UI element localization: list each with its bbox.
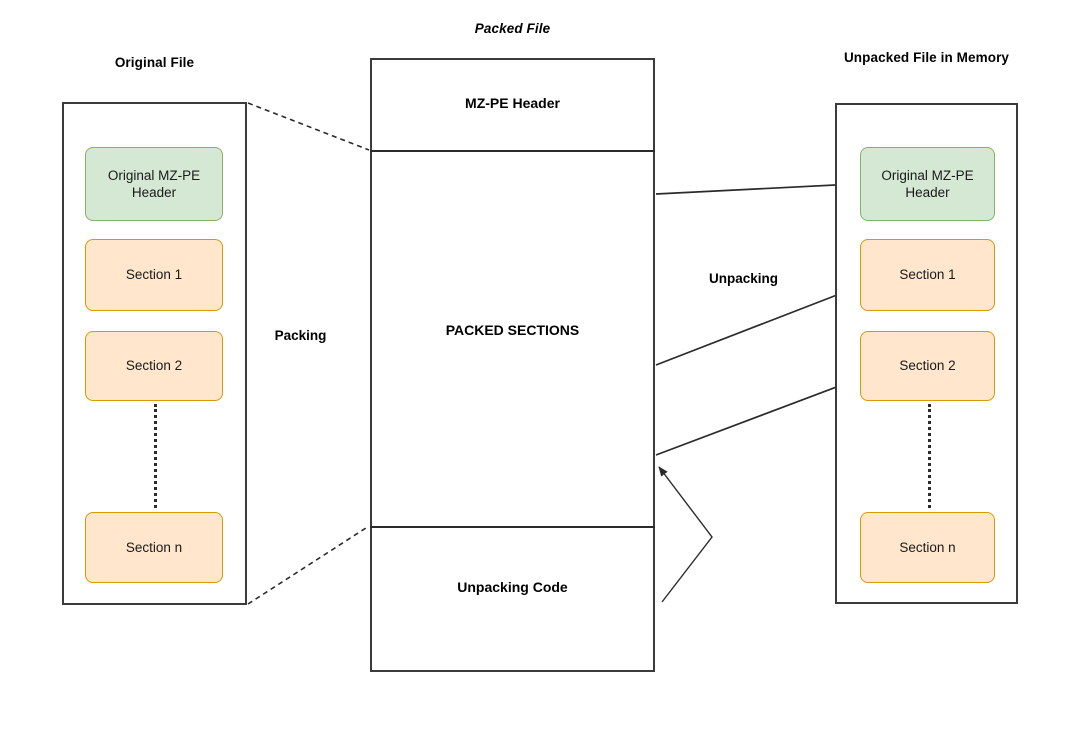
original-block-section-1: Section 1 bbox=[85, 239, 223, 311]
packed-region-mz-pe-header: MZ-PE Header bbox=[465, 95, 560, 111]
original-block-section-n: Section n bbox=[85, 512, 223, 583]
packing-guide-bottom bbox=[247, 525, 370, 605]
title-unpacked-file: Unpacked File in Memory bbox=[843, 50, 1010, 65]
packing-guide-top bbox=[247, 102, 370, 151]
unpacked-block-section-1: Section 1 bbox=[860, 239, 995, 311]
unpacked-sections-ellipsis bbox=[928, 404, 931, 508]
unpacking-code-arrow bbox=[658, 466, 713, 603]
packed-divider-unpacking-code bbox=[370, 526, 655, 528]
packed-region-packed-sections: PACKED SECTIONS bbox=[445, 322, 580, 338]
title-original-file: Original File bbox=[114, 55, 195, 70]
unpack-arrow-section2 bbox=[655, 379, 856, 456]
unpacked-block-mz-pe-header: Original MZ-PE Header bbox=[860, 147, 995, 221]
original-block-section-2: Section 2 bbox=[85, 331, 223, 401]
process-label-unpacking: Unpacking bbox=[708, 271, 778, 286]
unpacked-block-section-2: Section 2 bbox=[860, 331, 995, 401]
original-sections-ellipsis bbox=[154, 404, 157, 508]
process-label-packing: Packing bbox=[274, 328, 327, 343]
unpacked-block-section-n: Section n bbox=[860, 512, 995, 583]
packed-divider-header bbox=[370, 150, 655, 152]
packed-region-unpacking-code: Unpacking Code bbox=[457, 579, 568, 595]
unpack-arrow-header bbox=[655, 180, 856, 195]
unpack-arrow-section1 bbox=[655, 287, 856, 366]
title-packed-file: Packed File bbox=[474, 21, 551, 36]
packed-file-container bbox=[370, 58, 655, 672]
original-block-mz-pe-header: Original MZ-PE Header bbox=[85, 147, 223, 221]
